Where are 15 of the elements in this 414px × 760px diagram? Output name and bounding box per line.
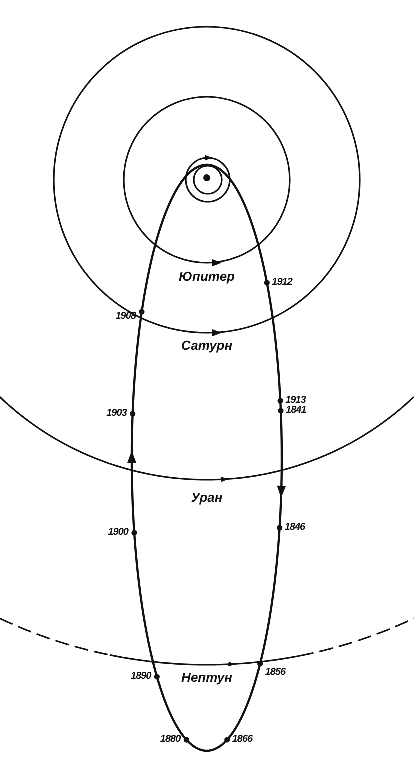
year-label: 1841 — [286, 406, 306, 416]
year-label: 1913 — [286, 396, 306, 406]
year-label: 1903 — [106, 409, 127, 419]
planet-label: Сатурн — [181, 339, 233, 352]
year-label: 1856 — [265, 668, 286, 678]
year-label: 1880 — [160, 735, 181, 745]
year-label: 1890 — [130, 672, 152, 682]
year-label: 1846 — [284, 523, 306, 533]
year-label: 1866 — [232, 735, 253, 745]
planet-label: Юпитер — [179, 270, 235, 283]
year-label: 1900 — [108, 528, 128, 538]
planet-label: Уран — [191, 491, 223, 504]
planet-label: Нептун — [182, 671, 232, 684]
year-label: 1912 — [272, 278, 292, 288]
year-label: 1908 — [116, 312, 136, 322]
